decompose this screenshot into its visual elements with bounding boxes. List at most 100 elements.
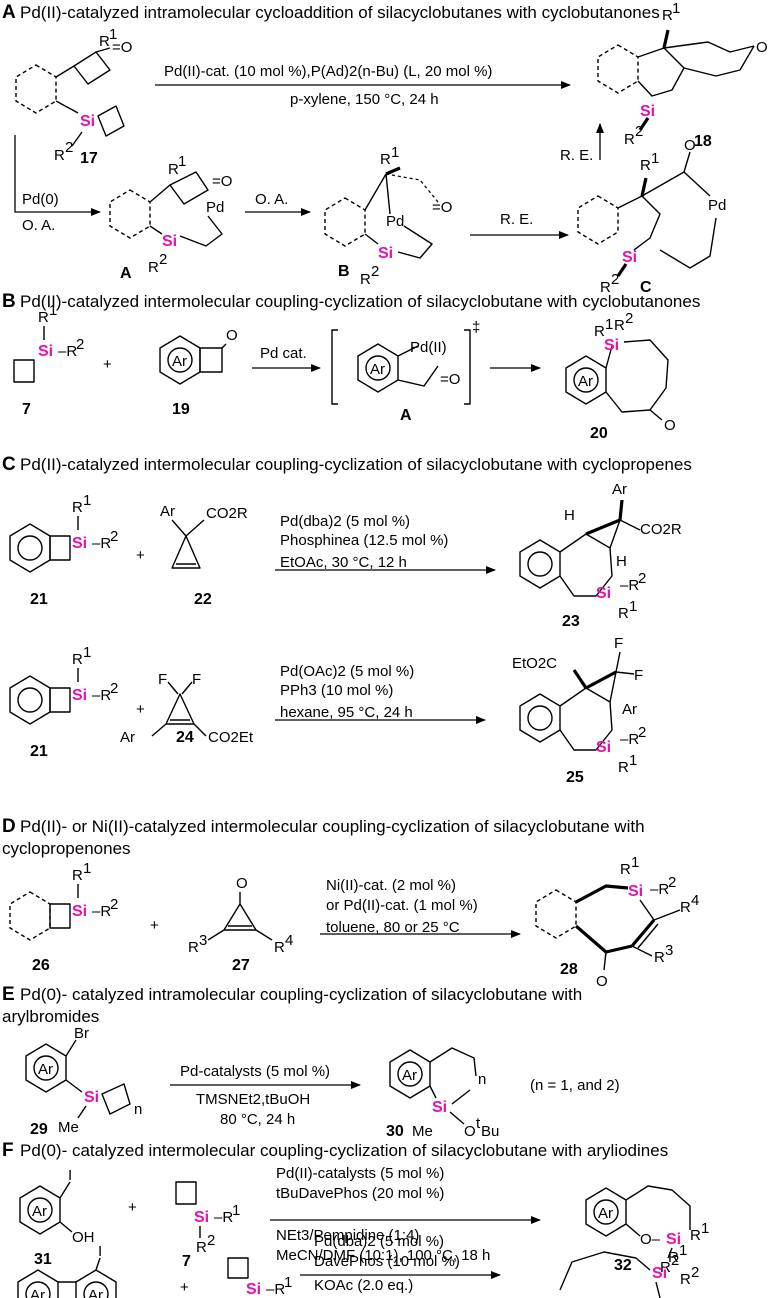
svg-text:R: R xyxy=(640,157,651,174)
svg-text:1: 1 xyxy=(284,1274,292,1291)
svg-text:=O: =O xyxy=(440,371,460,388)
svg-text:R: R xyxy=(168,161,179,178)
svg-text:R: R xyxy=(614,317,625,334)
svg-text:Pd: Pd xyxy=(386,213,404,230)
svg-text:1: 1 xyxy=(391,144,399,161)
svg-text:1: 1 xyxy=(629,598,637,615)
svg-text:2: 2 xyxy=(635,123,643,140)
a-cond-1: Pd(II)-cat. (10 mol %),P(Ad)2(n-Bu) (L, … xyxy=(164,63,492,80)
c-eto2c: EtO2C xyxy=(512,655,557,672)
compound-19: Ar O 19 xyxy=(159,327,238,418)
svg-text:Me: Me xyxy=(412,1123,433,1140)
svg-text:+: + xyxy=(128,1199,137,1216)
section-f-letter: F xyxy=(2,1140,14,1161)
svg-text:O: O xyxy=(236,875,248,892)
svg-text:1: 1 xyxy=(631,854,639,871)
f-r1-c4: MeCN/DMF (10:1), 100 °C, 18 h xyxy=(276,1247,490,1264)
svg-text:2: 2 xyxy=(207,1232,215,1249)
svg-text:F: F xyxy=(634,667,643,684)
section-e-letter: E xyxy=(2,984,15,1005)
label-30: 30 xyxy=(386,1123,404,1140)
svg-text:Si: Si xyxy=(246,1281,261,1298)
svg-text:+: + xyxy=(180,1279,189,1296)
svg-text:–R: –R xyxy=(58,343,77,360)
svg-text:Si: Si xyxy=(622,249,637,266)
svg-text:2: 2 xyxy=(638,724,646,741)
c-r2-c3: hexane, 95 °C, 24 h xyxy=(280,704,413,721)
svg-text:+: + xyxy=(150,917,159,934)
svg-text:+: + xyxy=(103,356,112,373)
svg-text:4: 4 xyxy=(285,932,293,949)
c-co2r: CO2R xyxy=(206,505,248,522)
f-r2-c1: Pd(dba)2 (5 mol %) xyxy=(314,1233,444,1250)
svg-text:n: n xyxy=(134,1101,142,1118)
compound-31: Ar I OH 31 xyxy=(19,1167,95,1268)
svg-text:R: R xyxy=(620,861,631,878)
f-r1-c1: Pd(II)-catalysts (5 mol %) xyxy=(276,1165,444,1182)
svg-text:2: 2 xyxy=(638,570,646,587)
label-17: 17 xyxy=(80,150,98,167)
svg-text:2: 2 xyxy=(110,680,118,697)
svg-text:1: 1 xyxy=(232,1202,240,1219)
svg-text:1: 1 xyxy=(178,153,186,170)
svg-text:Pd: Pd xyxy=(708,197,726,214)
svg-text:R: R xyxy=(72,499,83,516)
svg-text:Si: Si xyxy=(640,103,655,120)
svg-text:Si: Si xyxy=(80,113,95,130)
svg-text:R: R xyxy=(274,939,285,956)
svg-text:2: 2 xyxy=(668,874,676,891)
label-31: 31 xyxy=(34,1251,52,1268)
svg-text:R: R xyxy=(188,939,199,956)
svg-text:R: R xyxy=(72,867,83,884)
a-step-2: O. A. xyxy=(255,191,288,208)
svg-text:3: 3 xyxy=(199,932,207,949)
svg-text:Si: Si xyxy=(72,535,87,552)
svg-text:–R: –R xyxy=(92,687,111,704)
section-b-title: Pd(II)-catalyzed intermolecular coupling… xyxy=(20,292,700,311)
section-e-title-2: arylbromides xyxy=(2,1007,99,1026)
svg-text:–R: –R xyxy=(92,903,111,920)
svg-text:Ar: Ar xyxy=(38,1061,53,1078)
svg-text:2: 2 xyxy=(691,1264,699,1281)
label-19: 19 xyxy=(172,401,190,418)
b-ts: ‡ xyxy=(472,319,480,336)
svg-text:O: O xyxy=(664,417,676,434)
label-21-row1: 21 xyxy=(30,591,48,608)
svg-text:–R: –R xyxy=(620,577,639,594)
svg-text:Ar: Ar xyxy=(160,503,175,520)
svg-text:Si: Si xyxy=(666,1231,681,1248)
label-25: 25 xyxy=(566,769,584,786)
d-c1: Ni(II)-cat. (2 mol %) xyxy=(326,877,456,894)
svg-text:R: R xyxy=(360,271,371,288)
section-d-title-1: Pd(II)- or Ni(II)-catalyzed intermolecul… xyxy=(20,817,645,836)
svg-text:Ar: Ar xyxy=(402,1067,417,1084)
svg-text:–R: –R xyxy=(620,731,639,748)
svg-text:1: 1 xyxy=(629,752,637,769)
svg-text:Si: Si xyxy=(652,1265,667,1282)
svg-text:Ar: Ar xyxy=(120,729,135,746)
svg-text:=O: =O xyxy=(432,199,452,216)
section-c-title: Pd(II)-catalyzed intermolecular coupling… xyxy=(20,455,692,474)
svg-text:2: 2 xyxy=(611,271,619,288)
svg-text:=O: =O xyxy=(212,173,232,190)
a-down-1: Pd(0) xyxy=(22,191,59,208)
svg-text:F: F xyxy=(614,635,623,652)
e-c2: TMSNEt2,tBuOH xyxy=(196,1091,310,1108)
label-28: 28 xyxy=(560,961,578,978)
svg-text:F: F xyxy=(158,671,167,688)
section-c-letter: C xyxy=(2,454,16,475)
intermediate-a-b: Ar Pd(II) =O ‡ A xyxy=(331,319,480,424)
svg-text:1: 1 xyxy=(109,26,117,43)
label-a-b: A xyxy=(400,407,412,424)
svg-text:2: 2 xyxy=(371,263,379,280)
svg-text:Ar: Ar xyxy=(622,701,637,718)
section-f-title: Pd(0)- catalyzed intermolecular coupling… xyxy=(20,1141,668,1160)
svg-text:=O: =O xyxy=(112,39,132,56)
